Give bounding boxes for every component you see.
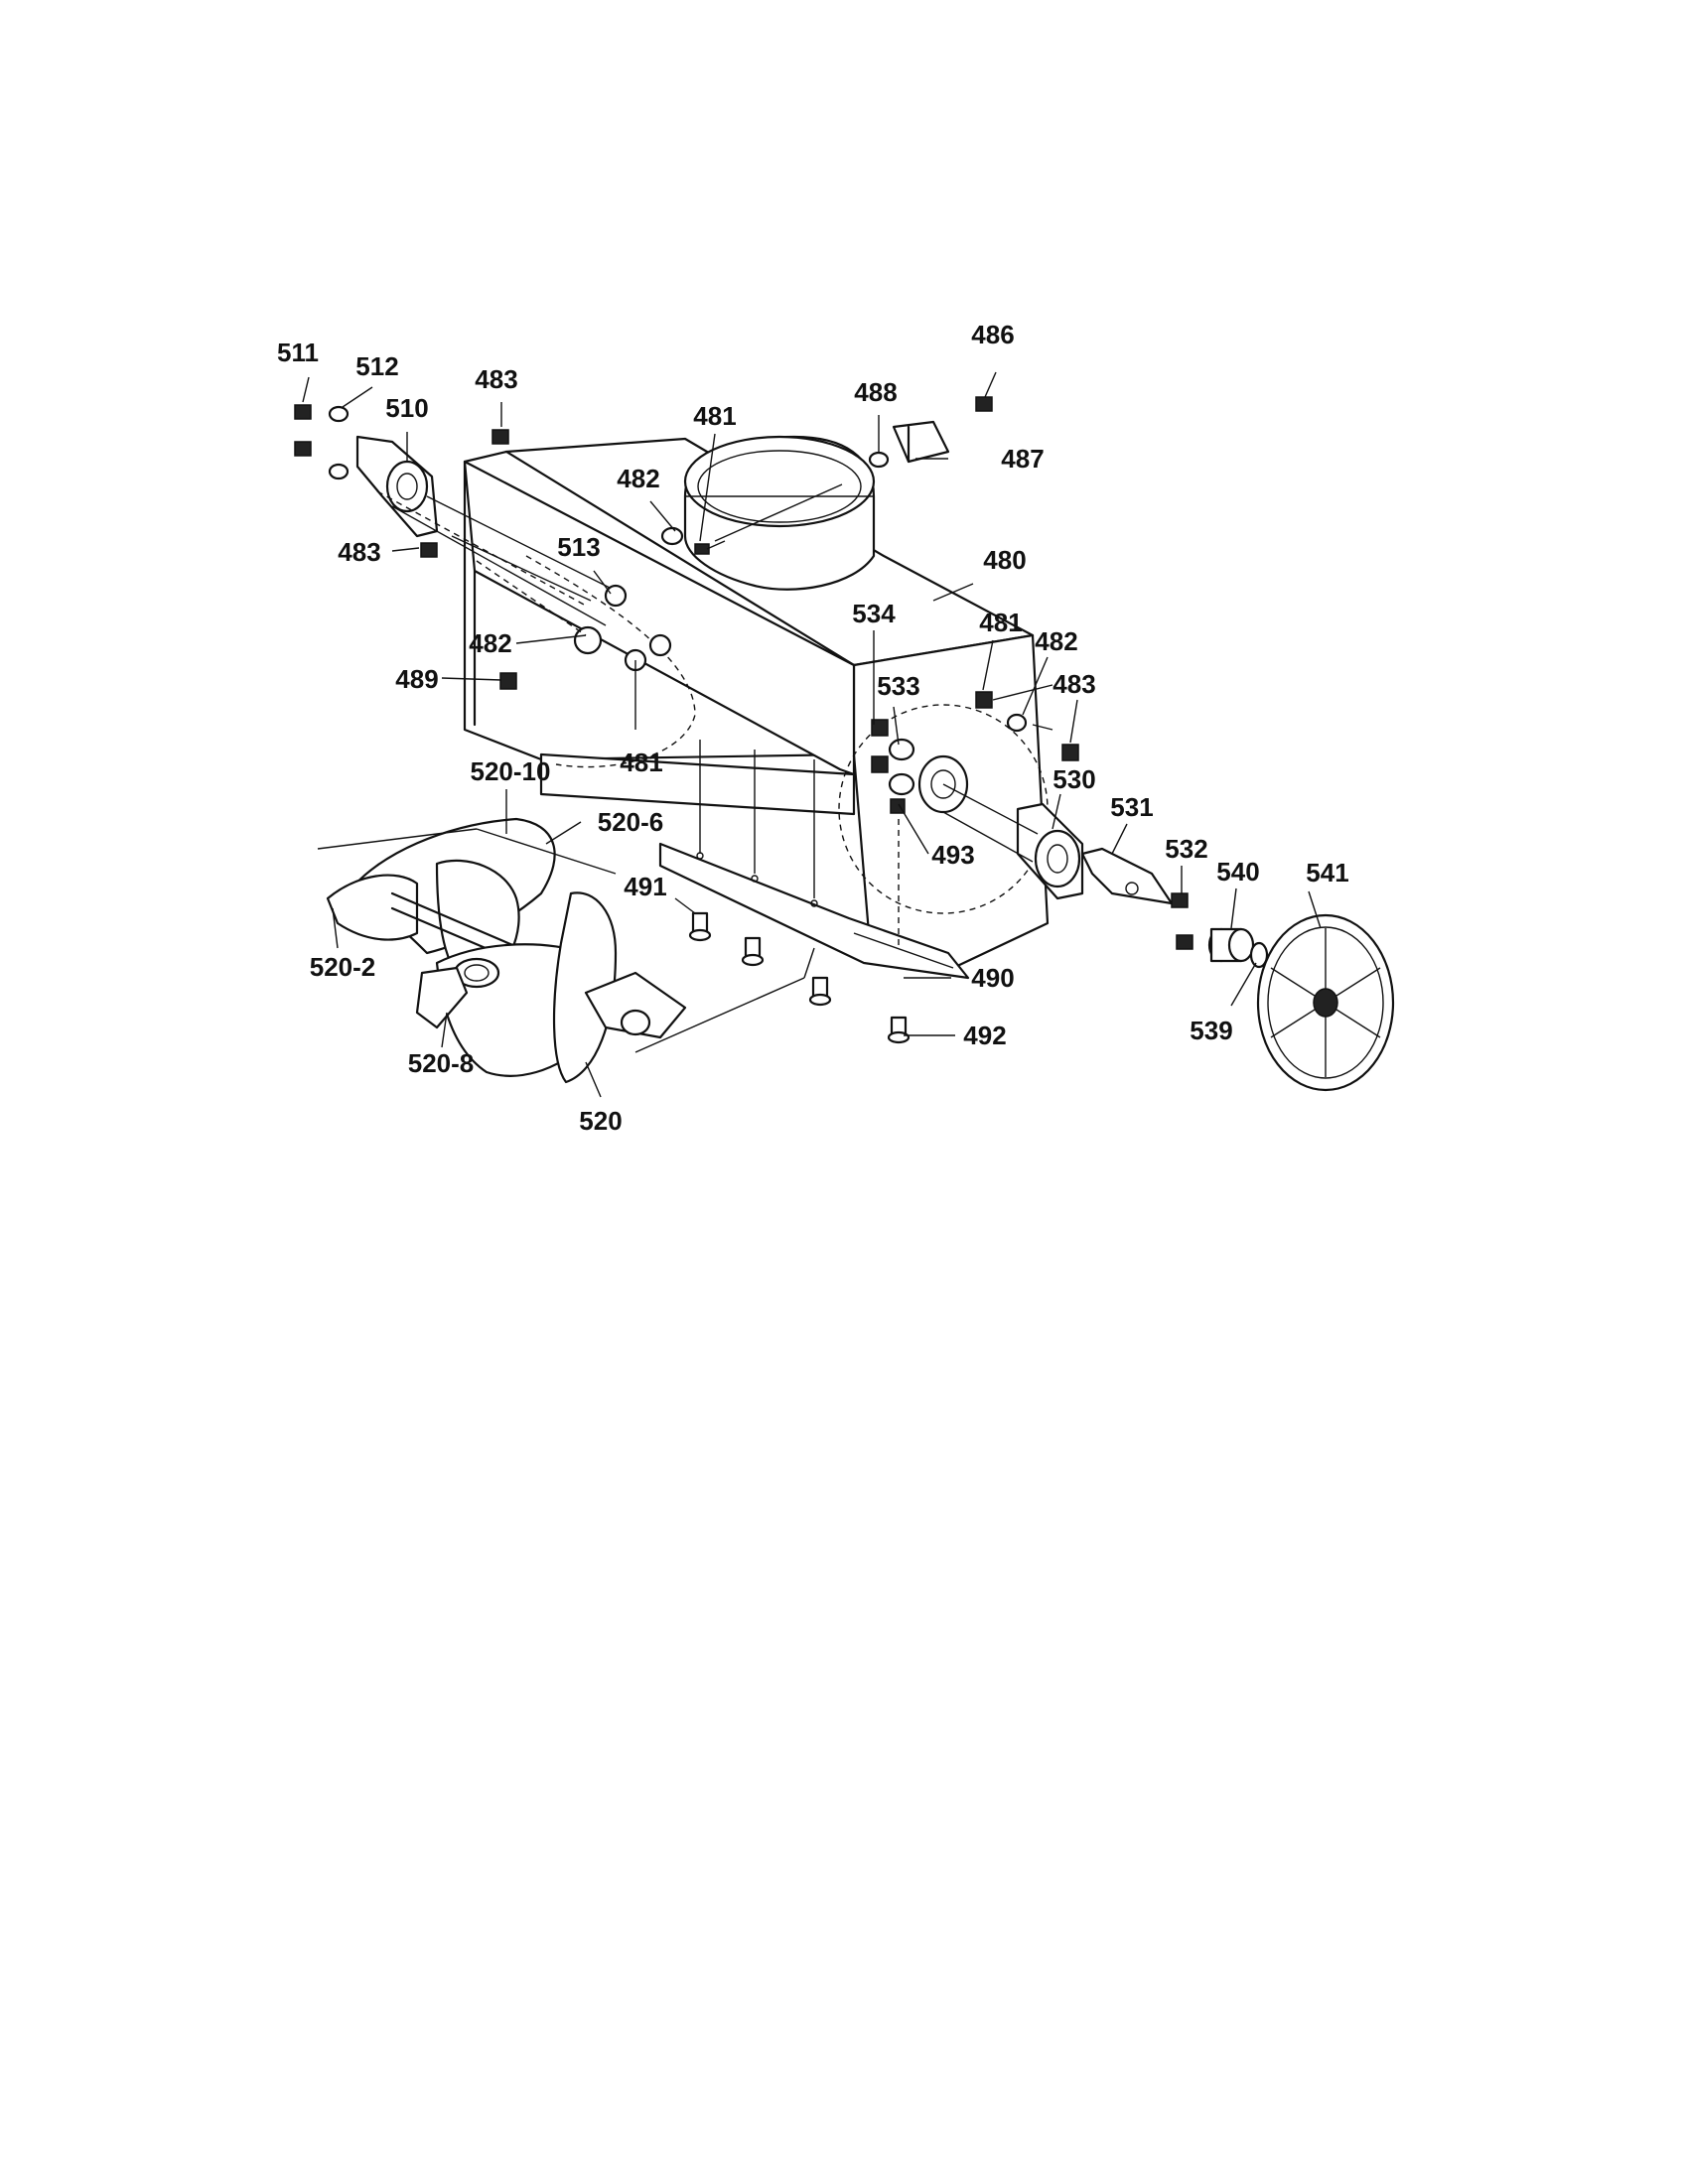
callout-483-top: 483 [475,364,517,394]
callout-534: 534 [852,599,896,628]
callout-520-10: 520-10 [471,756,551,786]
hardware-left [294,404,672,690]
callout-513: 513 [557,532,600,562]
pulley-541 [1256,913,1395,1092]
callout-540: 540 [1216,857,1259,887]
callout-531: 531 [1110,792,1153,822]
callout-481-top: 481 [693,401,736,431]
callout-483-left: 483 [338,537,380,567]
shave-plate [658,842,970,980]
callout-510: 510 [385,393,428,423]
callout-532: 532 [1165,834,1207,864]
callout-520-8: 520-8 [408,1048,475,1078]
callout-480: 480 [983,545,1026,575]
callout-530: 530 [1052,764,1095,794]
carriage-bolts [688,911,911,1044]
callout-487: 487 [1001,444,1044,474]
callout-491: 491 [624,872,666,901]
callout-488: 488 [854,377,897,407]
callout-539: 539 [1190,1016,1232,1045]
right-bearing-530 [942,783,1084,900]
callout-481-right: 481 [979,608,1022,637]
callout-482-right: 482 [1035,626,1077,656]
callout-labels: 486 511 512 483 488 510 481 487 482 483 … [277,320,1349,1136]
spacer-540 [1207,927,1269,969]
auger-assembly [317,817,815,1084]
leader-lines [302,371,1322,1098]
callout-482-left: 482 [469,628,511,658]
bracket-531 [1080,847,1193,950]
callout-481-left: 481 [620,748,662,777]
callout-486: 486 [971,320,1014,349]
callout-489: 489 [395,664,438,694]
callout-483-right: 483 [1052,669,1095,699]
callout-541: 541 [1306,858,1348,887]
callout-492: 492 [963,1021,1006,1050]
auger-housing [463,437,1050,970]
callout-520-6: 520-6 [598,807,664,837]
bracket-487 [868,396,993,469]
callout-520-2: 520-2 [310,952,376,982]
hardware-right [871,684,1079,814]
callout-511: 511 [277,338,319,367]
callout-482-top: 482 [617,464,659,493]
callout-520: 520 [579,1106,622,1136]
callout-493: 493 [931,840,974,870]
callout-533: 533 [877,671,919,701]
chute-opening [683,435,876,591]
left-bearing-flange [355,435,617,626]
callout-490: 490 [971,963,1014,993]
callout-512: 512 [355,351,398,381]
